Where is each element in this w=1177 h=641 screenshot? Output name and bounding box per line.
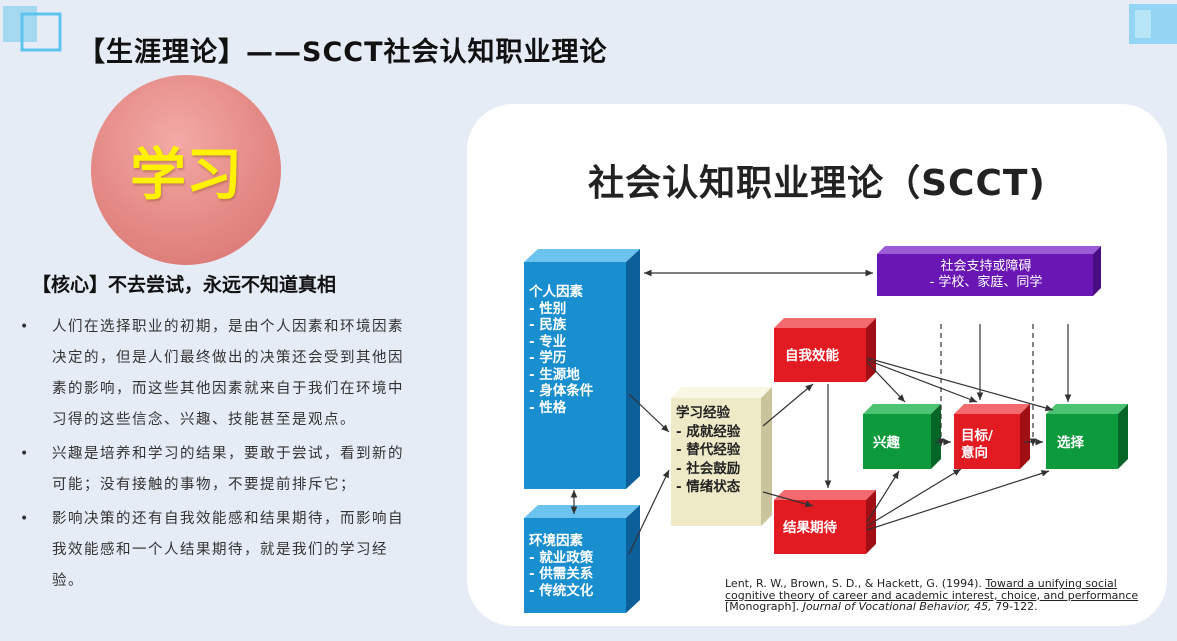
support-line-2: - 学校、家庭、同学 <box>929 275 1043 290</box>
corner-squares-decoration <box>3 6 62 52</box>
outcome-expectation-label: 结果期待 <box>783 520 837 536</box>
bullet-text: 兴趣是培养和学习的结果，要敢于尝试，看到新的可能；没有接触的事物，不要提前排斥它… <box>52 446 404 493</box>
personal-factors-box <box>524 249 640 489</box>
learning-circle: 学习 <box>91 75 281 265</box>
self-efficacy-box <box>774 318 876 382</box>
environment-factors-label: 环境因素 - 就业政策 - 供需关系 - 传统文化 <box>529 533 594 599</box>
goal-box <box>954 404 1030 469</box>
self-efficacy-label: 自我效能 <box>785 348 839 364</box>
citation: Lent, R. W., Brown, S. D., & Hackett, G.… <box>725 578 1155 613</box>
personal-factors-label: 个人因素 - 性别 - 民族 - 专业 - 学历 - 生源地 - 身体条件 - … <box>529 284 594 416</box>
bullet-dot-icon: • <box>20 446 30 462</box>
core-heading: 【核心】不去尝试，永远不知道真相 <box>32 274 337 296</box>
bullet-text: 影响决策的还有自我效能感和结果期待，而影响自我效能感和一个人结果期待，就是我们的… <box>52 511 404 589</box>
bullet-item: • 人们在选择职业的初期，是由个人因素和环境因素决定的，但是人们最终做出的决策还会… <box>20 312 415 436</box>
citation-pages: 79-122. <box>991 600 1038 613</box>
bullet-list: • 人们在选择职业的初期，是由个人因素和环境因素决定的，但是人们最终做出的决策还会… <box>20 312 415 641</box>
learning-experience-box <box>671 387 772 526</box>
circle-text: 学习 <box>130 142 242 208</box>
diagram-arrows <box>570 269 1072 555</box>
bullet-dot-icon: • <box>20 511 30 527</box>
citation-authors: Lent, R. W., Brown, S. D., & Hackett, G.… <box>725 577 986 590</box>
diagram-title: 社会认知职业理论（SCCT) <box>588 163 1046 204</box>
social-support-box <box>877 246 1101 296</box>
support-line-1: 社会支持或障碍 <box>940 259 1032 274</box>
bullet-text: 人们在选择职业的初期，是由个人因素和环境因素决定的，但是人们最终做出的决策还会受… <box>52 319 404 428</box>
choice-label: 选择 <box>1057 435 1084 451</box>
scct-diagram <box>524 246 1128 613</box>
interest-box <box>863 404 941 469</box>
outcome-expectation-box <box>774 490 876 554</box>
social-support-label: 社会支持或障碍 - 学校、家庭、同学 <box>879 259 1093 291</box>
page-title: 【生涯理论】——SCCT社会认知职业理论 <box>78 37 608 68</box>
scct-diagram-card: 社会认知职业理论（SCCT) <box>467 104 1167 626</box>
corner-block-decoration <box>1129 4 1177 44</box>
interest-label: 兴趣 <box>873 435 900 451</box>
citation-type: [Monograph]. <box>725 600 803 613</box>
learning-experience-label: 学习经验 - 成就经验 - 替代经验 - 社会鼓励 - 情绪状态 <box>676 405 741 495</box>
goal-label: 目标/ 意向 <box>961 428 993 461</box>
bullet-item: • 兴趣是培养和学习的结果，要敢于尝试，看到新的可能；没有接触的事物，不要提前排斥… <box>20 439 415 501</box>
bullet-item: • 影响决策的还有自我效能感和结果期待，而影响自我效能感和一个人结果期待，就是我们… <box>20 504 415 597</box>
choice-box <box>1046 404 1128 469</box>
bullet-dot-icon: • <box>20 319 30 335</box>
citation-title: Toward a unifying social cognitive theor… <box>725 577 1139 602</box>
citation-journal: Journal of Vocational Behavior, 45, <box>802 600 992 613</box>
environment-factors-box <box>524 505 640 613</box>
